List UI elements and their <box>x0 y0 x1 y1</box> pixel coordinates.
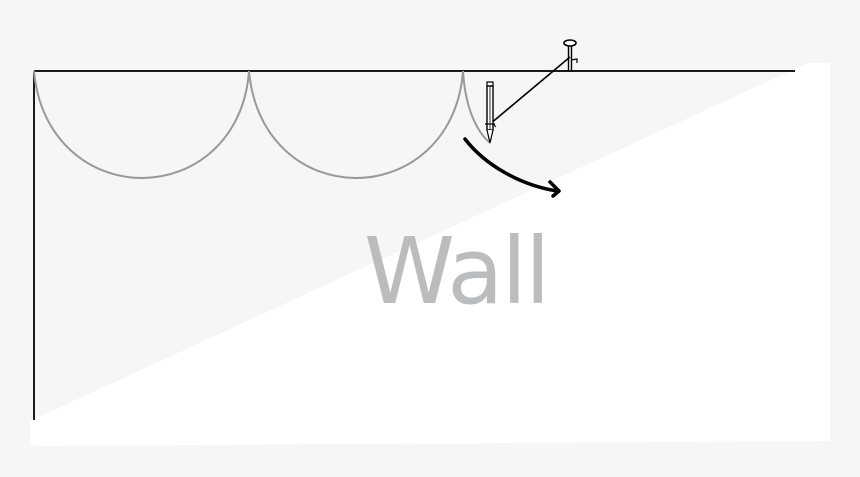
pencil-icon <box>485 81 497 144</box>
string-line <box>489 56 571 125</box>
scallop-arc-1 <box>33 70 250 180</box>
scallop-arc-2 <box>248 70 464 180</box>
scallop-arc-3-partial <box>462 70 491 144</box>
wall-region <box>30 63 830 446</box>
nail-icon <box>563 39 578 71</box>
wall-label: Wall <box>364 218 549 325</box>
direction-arrow-icon <box>463 137 561 198</box>
